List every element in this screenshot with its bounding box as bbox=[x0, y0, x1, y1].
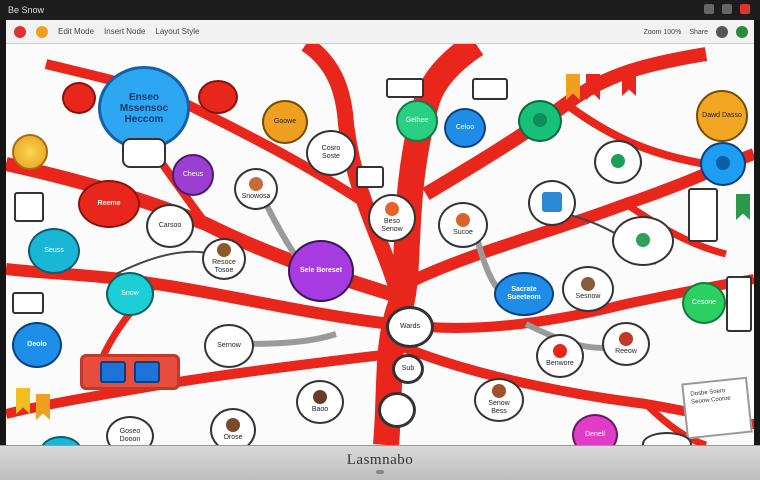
person-icon-4 bbox=[226, 418, 240, 433]
node-grey-m[interactable]: Reeow bbox=[602, 322, 650, 366]
node-grey-f[interactable]: Sucoe bbox=[438, 202, 488, 248]
node-grey-q[interactable] bbox=[612, 216, 674, 266]
node-blue-left[interactable]: Deolo bbox=[12, 322, 62, 368]
os-bar-controls bbox=[704, 4, 750, 14]
toolbar-item-insert[interactable]: Insert Node bbox=[104, 27, 146, 36]
node-blue-icon bbox=[716, 156, 730, 170]
tag-node-6[interactable] bbox=[14, 192, 44, 222]
node-grey-a[interactable]: Carsoo bbox=[146, 204, 194, 248]
node-grey-o[interactable] bbox=[528, 180, 576, 226]
flag-orange-icon-2 bbox=[36, 394, 50, 420]
flag-green-icon bbox=[736, 194, 750, 220]
node-red-left[interactable]: Reeme bbox=[78, 180, 140, 228]
flag-red-icon-2 bbox=[622, 70, 636, 96]
node-grey-e[interactable]: Beso Senow bbox=[368, 194, 416, 242]
node-green-right[interactable]: Cesone bbox=[682, 282, 726, 324]
view-toggle[interactable] bbox=[80, 354, 180, 390]
node-teal-left[interactable]: Seuss bbox=[28, 228, 80, 274]
node-blue-right-top[interactable] bbox=[700, 142, 746, 186]
node-red-small-2[interactable] bbox=[198, 80, 238, 114]
lightbulb-icon bbox=[12, 134, 48, 170]
close-icon[interactable] bbox=[740, 4, 750, 14]
tag-node-3[interactable] bbox=[472, 78, 508, 100]
food-icon bbox=[385, 202, 399, 217]
note-card[interactable]: Dosbe Soero Seoow Cooroe bbox=[681, 376, 753, 440]
node-grey-j[interactable]: Goseo Dooon bbox=[106, 416, 154, 445]
flag-orange-icon bbox=[566, 74, 580, 100]
zoom-level[interactable]: Zoom 100% bbox=[643, 28, 682, 36]
node-grey-b[interactable]: Snowosa bbox=[234, 168, 278, 210]
node-center-3[interactable] bbox=[378, 392, 416, 428]
app-logo-icon bbox=[14, 25, 26, 38]
hinge-indicator bbox=[376, 470, 384, 474]
node-purple-center[interactable]: Sele Bereset bbox=[288, 240, 354, 302]
toolbar-item-layout[interactable]: Layout Style bbox=[155, 27, 200, 36]
node-red-small-1[interactable] bbox=[62, 82, 96, 114]
tag-node-7[interactable] bbox=[12, 292, 44, 314]
node-orange-right[interactable]: Dawd Dasso bbox=[696, 90, 748, 142]
share-button[interactable]: Share bbox=[689, 28, 708, 36]
add-node-icon[interactable] bbox=[36, 25, 48, 38]
node-teal-left-2[interactable]: Snow bbox=[106, 272, 154, 316]
food-icon-3 bbox=[492, 384, 506, 399]
node-purple-top[interactable]: Cheus bbox=[172, 154, 214, 196]
tree-icon bbox=[636, 233, 650, 247]
node-center-1[interactable]: Wards bbox=[386, 306, 434, 348]
laptop-bezel bbox=[0, 445, 760, 480]
node-grey-k[interactable]: Senow Bess bbox=[474, 378, 524, 422]
root-topic-bubble[interactable]: Enseo Mssensoc Heccom bbox=[98, 66, 190, 150]
tag-node-2[interactable] bbox=[386, 78, 424, 98]
flag-yellow-icon bbox=[16, 388, 30, 414]
node-pink-bottom[interactable]: Denell bbox=[572, 414, 618, 445]
laptop-brand-logo: Lasmnabo bbox=[346, 452, 414, 468]
person-icon-3 bbox=[312, 390, 327, 405]
node-grey-g[interactable]: Sernow bbox=[204, 324, 254, 368]
apple-icon bbox=[552, 344, 567, 359]
tag-node-4[interactable] bbox=[688, 188, 718, 242]
tag-node-5[interactable] bbox=[726, 276, 752, 332]
minimize-icon[interactable] bbox=[704, 4, 714, 14]
phone-icon bbox=[542, 192, 562, 212]
apple-icon-2 bbox=[618, 332, 633, 347]
node-grey-c[interactable]: Cosro Soste bbox=[306, 130, 356, 176]
branch-right-2 bbox=[400, 274, 754, 333]
toggle-left-button[interactable] bbox=[100, 361, 126, 383]
node-grey-r[interactable] bbox=[122, 138, 166, 168]
tag-node-1[interactable] bbox=[356, 166, 384, 188]
node-grey-h[interactable]: Baoo bbox=[296, 380, 344, 424]
twig-e bbox=[643, 401, 708, 445]
node-green-top[interactable]: Gelhee bbox=[396, 100, 438, 142]
person-icon-5 bbox=[581, 277, 595, 292]
person-icon bbox=[248, 177, 263, 192]
node-blue-top[interactable]: Celoo bbox=[444, 108, 486, 148]
toolbar-item-edit[interactable]: Edit Mode bbox=[58, 27, 95, 36]
node-green-top-2[interactable] bbox=[518, 100, 562, 142]
person-icon-2 bbox=[217, 243, 231, 258]
trunk-branch bbox=[373, 44, 484, 445]
node-grey-l[interactable]: Benwore bbox=[536, 334, 584, 378]
flag-red-icon bbox=[586, 74, 600, 100]
settings-icon[interactable] bbox=[716, 26, 728, 38]
root-topic-label: Enseo Mssensoc Heccom bbox=[119, 91, 169, 125]
node-blue-right[interactable]: Sacrate Sueeteom bbox=[494, 272, 554, 316]
toggle-right-button[interactable] bbox=[134, 361, 160, 383]
node-orange-top[interactable]: Goowe bbox=[262, 100, 308, 144]
user-avatar-icon[interactable] bbox=[736, 26, 748, 38]
node-grey-i[interactable]: Orose bbox=[210, 408, 256, 445]
maximize-icon[interactable] bbox=[722, 4, 732, 14]
app-screen: Edit Mode Insert Node Layout Style Zoom … bbox=[6, 20, 754, 445]
node-center-2[interactable]: Sub bbox=[392, 354, 424, 384]
node-grey-d[interactable]: Resoce Tosoe bbox=[202, 238, 246, 280]
food-icon-2 bbox=[455, 213, 470, 228]
mind-map-canvas[interactable]: Enseo Mssensoc Heccom Reeme Cheus Sele B… bbox=[6, 44, 754, 445]
os-top-bar: Be Snow bbox=[0, 0, 760, 20]
os-bar-title: Be Snow bbox=[8, 5, 45, 15]
app-toolbar: Edit Mode Insert Node Layout Style Zoom … bbox=[6, 20, 754, 44]
leaf-icon bbox=[611, 154, 625, 168]
toolbar-right: Zoom 100% Share bbox=[644, 26, 748, 38]
node-grey-p[interactable] bbox=[594, 140, 642, 184]
node-green-icon bbox=[533, 113, 547, 127]
node-grey-n[interactable]: Sesnow bbox=[562, 266, 614, 312]
